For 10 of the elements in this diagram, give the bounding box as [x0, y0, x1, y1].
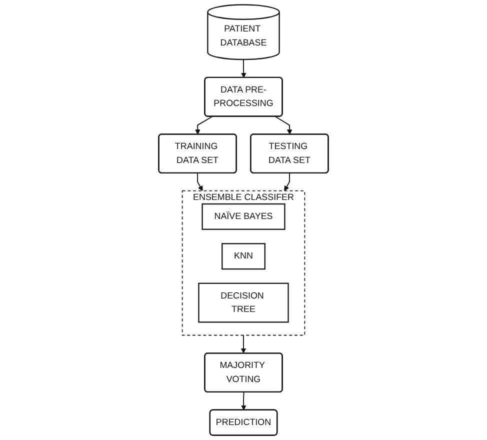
- arrow: [240, 334, 246, 354]
- arrow: [284, 172, 290, 192]
- node-box: KNN: [222, 243, 266, 270]
- arrow: [241, 59, 246, 78]
- arrow: [241, 392, 246, 410]
- node-box: NAÏVE BAYES: [202, 203, 286, 230]
- arrow: [197, 172, 203, 192]
- arrow: [195, 116, 213, 135]
- node-box: DECISION TREE: [198, 282, 289, 323]
- arrow: [274, 116, 292, 135]
